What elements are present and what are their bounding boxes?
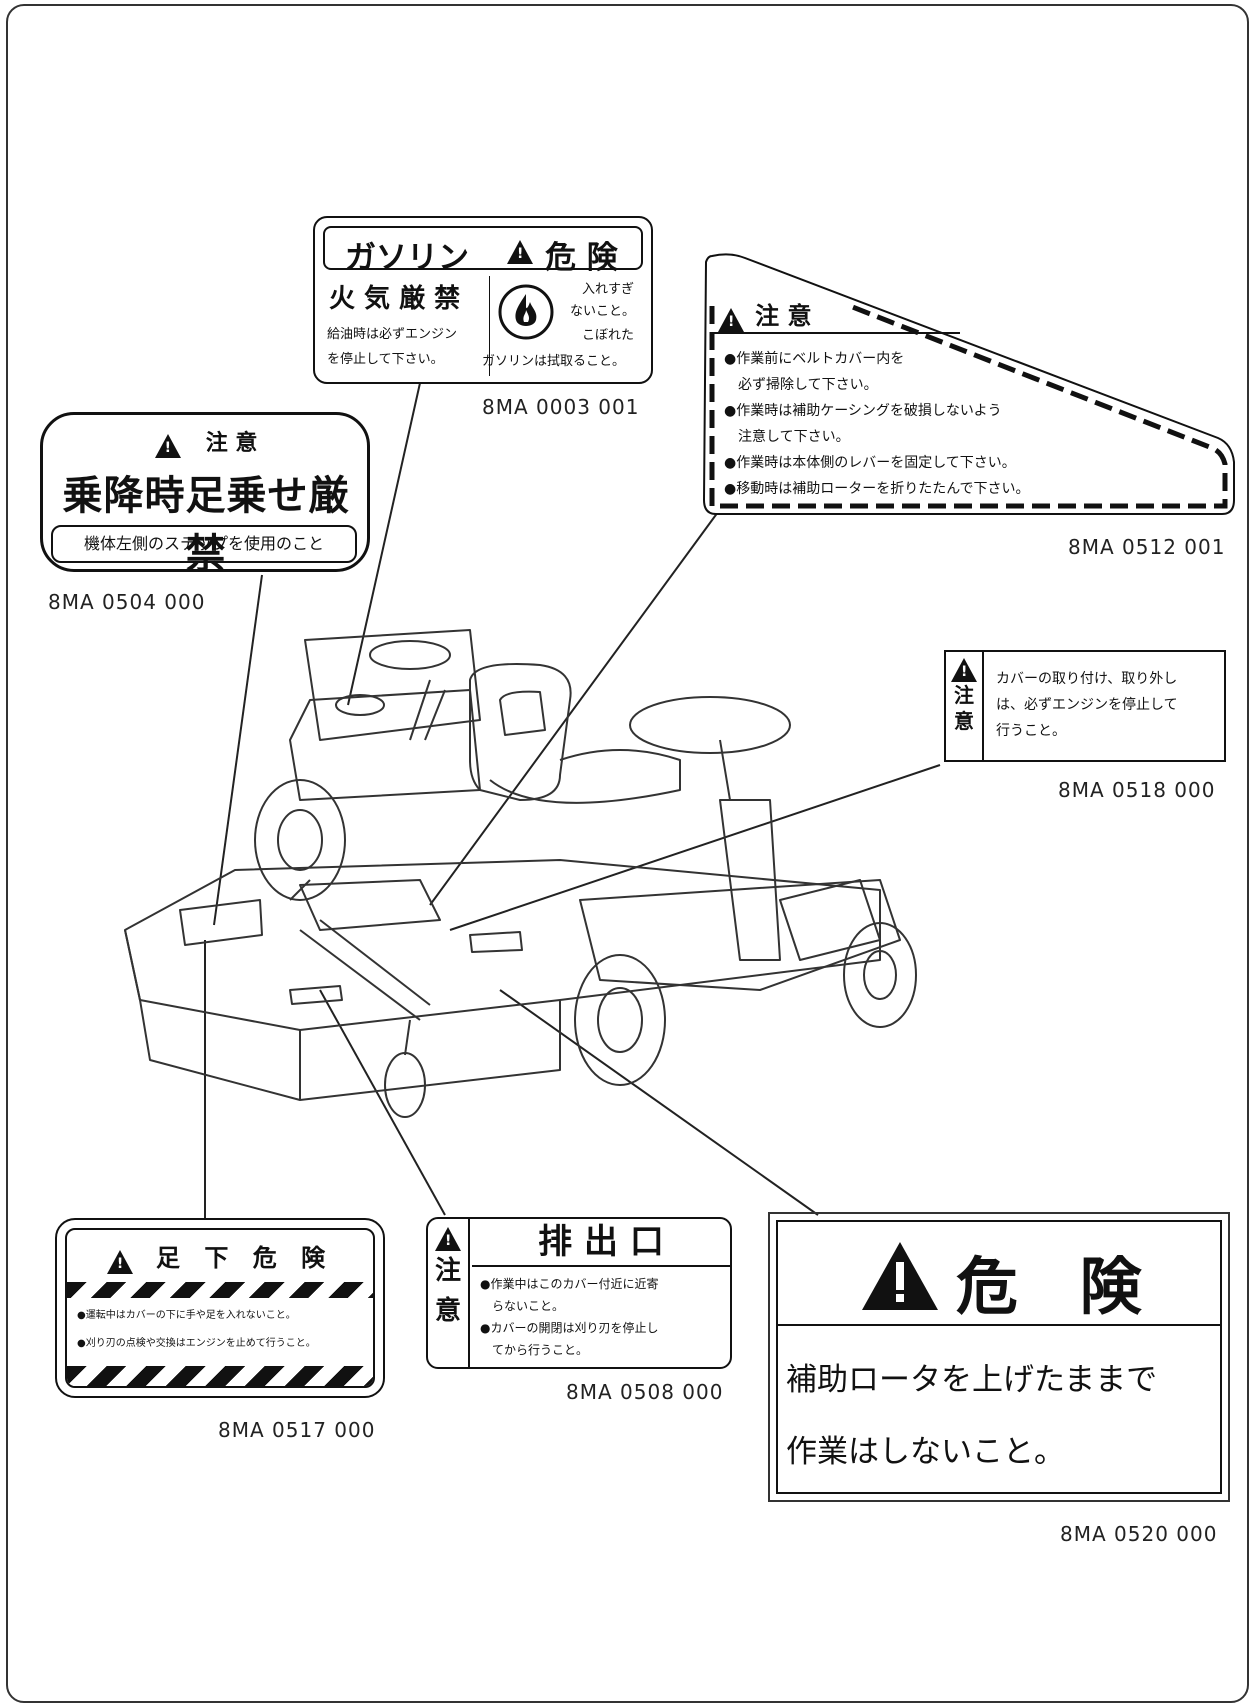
discharge-line: らないこと。 bbox=[480, 1299, 565, 1313]
rotor-danger-label-code: 8MA 0520 000 bbox=[1060, 1522, 1218, 1546]
cover-removal-text: カバーの取り付け、取り外し は、必ずエンジンを停止して 行うこと。 bbox=[996, 666, 1178, 744]
leader-line-gasoline bbox=[347, 382, 421, 706]
page-frame bbox=[6, 4, 1249, 1703]
cover-removal-side-2: 意 bbox=[954, 709, 974, 733]
belt-cover-line: ●移動時は補助ローターを折りたたんで下さい。 bbox=[724, 481, 1030, 497]
rotor-danger-inner: 危 険 補助ロータを上げたままで 作業はしないこと。 bbox=[776, 1220, 1222, 1494]
rotor-danger-line-1: 補助ロータを上げたままで bbox=[786, 1362, 1158, 1398]
gasoline-title-right: 危 険 bbox=[545, 240, 618, 276]
flame-icon bbox=[498, 284, 554, 340]
gasoline-label-left-panel: 火 気 厳 禁 給油時は必ずエンジン を停止して下さい。 bbox=[323, 276, 483, 376]
discharge-line: ●カバーの開閉は刈り刃を停止し bbox=[480, 1321, 659, 1335]
boarding-header-text: 注 意 bbox=[205, 431, 258, 456]
foot-danger-text: ●運転中はカバーの下に手や足を入れないこと。 ●刈り刃の点検や交換はエンジンを止… bbox=[77, 1302, 316, 1358]
warning-triangle-icon bbox=[951, 658, 977, 682]
leader-line-rotor bbox=[499, 989, 819, 1216]
rotor-danger-header: 危 険 bbox=[778, 1222, 1220, 1326]
discharge-label-code: 8MA 0508 000 bbox=[566, 1380, 724, 1404]
warning-triangle-icon bbox=[507, 240, 533, 264]
gasoline-label-code: 8MA 0003 001 bbox=[482, 395, 640, 419]
rotor-danger-label: 危 険 補助ロータを上げたままで 作業はしないこと。 bbox=[768, 1212, 1230, 1502]
belt-cover-line: ●作業時は本体側のレバーを固定して下さい。 bbox=[724, 455, 1016, 471]
warning-triangle-icon bbox=[154, 433, 181, 458]
gasoline-text-right-1: 入れすぎ bbox=[582, 282, 635, 297]
belt-cover-line: ●作業前にベルトカバー内を bbox=[724, 351, 905, 367]
belt-cover-line: ●作業時は補助ケーシングを破損しないよう bbox=[724, 403, 1002, 419]
rotor-danger-line-2: 作業はしないこと。 bbox=[786, 1434, 1065, 1470]
foot-danger-header: 足 下 危 険 bbox=[67, 1238, 373, 1274]
warning-triangle-icon bbox=[106, 1249, 133, 1274]
cover-removal-line: 行うこと。 bbox=[996, 723, 1066, 739]
boarding-caution-label: 注 意 乗降時足乗せ厳禁 機体左側のステップを使用のこと bbox=[40, 412, 370, 577]
discharge-line: てから行うこと。 bbox=[480, 1343, 589, 1357]
belt-cover-line: 注意して下さい。 bbox=[724, 429, 850, 445]
boarding-main-text: 乗降時足乗せ厳禁 bbox=[62, 473, 350, 577]
foot-danger-label-code: 8MA 0517 000 bbox=[218, 1418, 376, 1442]
foot-danger-header-text: 足 下 危 険 bbox=[156, 1244, 334, 1272]
foot-danger-label: 足 下 危 険 ●運転中はカバーの下に手や足を入れないこと。 ●刈り刃の点検や交… bbox=[55, 1218, 385, 1398]
leader-line-boarding bbox=[213, 574, 263, 926]
gasoline-label-right-panel: 入れすぎ ないこと。 こぼれた ガソリンは拭取ること。 bbox=[482, 276, 643, 376]
hazard-stripe-top bbox=[67, 1282, 373, 1298]
gasoline-text-right-3: こぼれた bbox=[582, 328, 635, 343]
belt-cover-line: 必ず掃除して下さい。 bbox=[724, 377, 878, 393]
boarding-label-code: 8MA 0504 000 bbox=[48, 590, 206, 614]
boarding-sub-text: 機体左側のステップを使用のこと bbox=[51, 525, 357, 563]
leader-line-discharge bbox=[319, 989, 446, 1216]
cover-removal-line: カバーの取り付け、取り外し bbox=[996, 671, 1178, 687]
discharge-label: 注 意 排 出 口 ●作業中はこのカバー付近に近寄 らないこと。 ●カバーの開閉… bbox=[426, 1217, 732, 1369]
cover-removal-label: 注 意 カバーの取り付け、取り外し は、必ずエンジンを停止して 行うこと。 bbox=[944, 650, 1226, 762]
discharge-title: 排 出 口 bbox=[472, 1219, 730, 1267]
gasoline-text-right-2: ないこと。 bbox=[570, 304, 636, 319]
belt-cover-header-text: 注 意 bbox=[755, 302, 812, 330]
gasoline-title-left: ガソリン bbox=[345, 240, 469, 276]
foot-danger-line: ●運転中はカバーの下に手や足を入れないこと。 bbox=[77, 1310, 296, 1321]
discharge-side-2: 意 bbox=[434, 1296, 461, 1326]
gasoline-label-header: ガソリン 危 険 bbox=[323, 226, 643, 276]
gasoline-danger-label: ガソリン 危 険 火 気 厳 禁 給油時は必ずエンジン を停止して下さい。 入れ… bbox=[313, 216, 653, 384]
cover-removal-side: 注 意 bbox=[946, 652, 984, 760]
warning-triangle-icon bbox=[435, 1227, 461, 1251]
foot-danger-line: ●刈り刃の点検や交換はエンジンを止めて行うこと。 bbox=[77, 1338, 316, 1349]
belt-cover-label-code: 8MA 0512 001 bbox=[1068, 535, 1226, 559]
foot-danger-inner: 足 下 危 険 ●運転中はカバーの下に手や足を入れないこと。 ●刈り刃の点検や交… bbox=[65, 1228, 375, 1388]
hazard-stripe-bottom bbox=[67, 1366, 373, 1386]
gasoline-text-right-4: ガソリンは拭取ること。 bbox=[482, 354, 626, 369]
cover-removal-side-1: 注 bbox=[954, 683, 974, 707]
discharge-line: ●作業中はこのカバー付近に近寄 bbox=[480, 1277, 659, 1291]
boarding-header: 注 意 bbox=[43, 425, 369, 461]
belt-cover-header: 注 意 bbox=[718, 296, 811, 332]
warning-triangle-icon bbox=[862, 1242, 938, 1310]
rotor-danger-header-text: 危 険 bbox=[956, 1250, 1162, 1323]
discharge-side: 注 意 bbox=[428, 1219, 470, 1367]
leader-line-belt-cover bbox=[429, 511, 719, 906]
cover-removal-line: は、必ずエンジンを停止して bbox=[996, 697, 1178, 713]
discharge-text: ●作業中はこのカバー付近に近寄 らないこと。 ●カバーの開閉は刈り刃を停止し て… bbox=[480, 1273, 658, 1361]
gasoline-subtitle: 火 気 厳 禁 bbox=[329, 284, 461, 314]
gasoline-text-left-1: 給油時は必ずエンジン bbox=[327, 327, 458, 342]
discharge-side-1: 注 bbox=[434, 1256, 461, 1286]
cover-removal-label-code: 8MA 0518 000 bbox=[1058, 778, 1216, 802]
gasoline-text-left-2: を停止して下さい。 bbox=[327, 352, 444, 367]
warning-triangle-icon bbox=[718, 307, 744, 332]
leader-line-cover-removal bbox=[449, 764, 941, 931]
belt-cover-text: ●作業前にベルトカバー内を 必ず掃除して下さい。 ●作業時は補助ケーシングを破損… bbox=[724, 346, 1030, 502]
